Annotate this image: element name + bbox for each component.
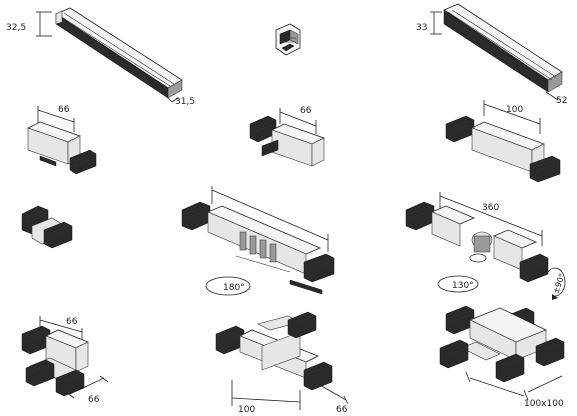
dim-length-label: 100 xyxy=(506,105,523,115)
dim-length-label: 66 xyxy=(300,106,312,116)
dim-height-label: 32,5 xyxy=(6,23,26,33)
end-feed-66: 66 xyxy=(249,106,326,167)
dim-b-label: 66 xyxy=(336,405,348,415)
flexible-connector-173: 180° xyxy=(181,186,335,296)
dim-length-label: 360 xyxy=(482,203,499,213)
t-connector: 100 66 xyxy=(215,311,349,415)
track-profile-b: 33 52 xyxy=(416,3,567,106)
dim-width-label: 31,5 xyxy=(175,97,195,107)
dim-b-label: 66 xyxy=(88,395,100,405)
short-connector xyxy=(21,205,73,249)
dim-angle-label: 130° xyxy=(452,281,474,291)
flexible-connector-360: 360 130° ±90° xyxy=(405,192,567,300)
l-connector: 66 66 xyxy=(21,316,109,405)
dim-width-label: 52 xyxy=(556,96,567,106)
straight-connector-66: 66 xyxy=(26,105,97,175)
dim-size-label: 100x100 xyxy=(524,399,564,409)
track-profile-a: 32,5 31,5 xyxy=(6,7,195,107)
dim-rotation-label: ±90° xyxy=(551,272,567,295)
dim-angle-label: 180° xyxy=(223,283,245,293)
dim-height-label: 33 xyxy=(416,23,427,33)
dim-a-label: 66 xyxy=(66,317,78,327)
x-connector: 100x100 xyxy=(439,305,565,409)
end-cap xyxy=(275,23,301,56)
straight-feed-100: 100 xyxy=(445,100,561,183)
dim-a-label: 100 xyxy=(238,405,255,415)
dim-length-label: 66 xyxy=(58,105,70,115)
